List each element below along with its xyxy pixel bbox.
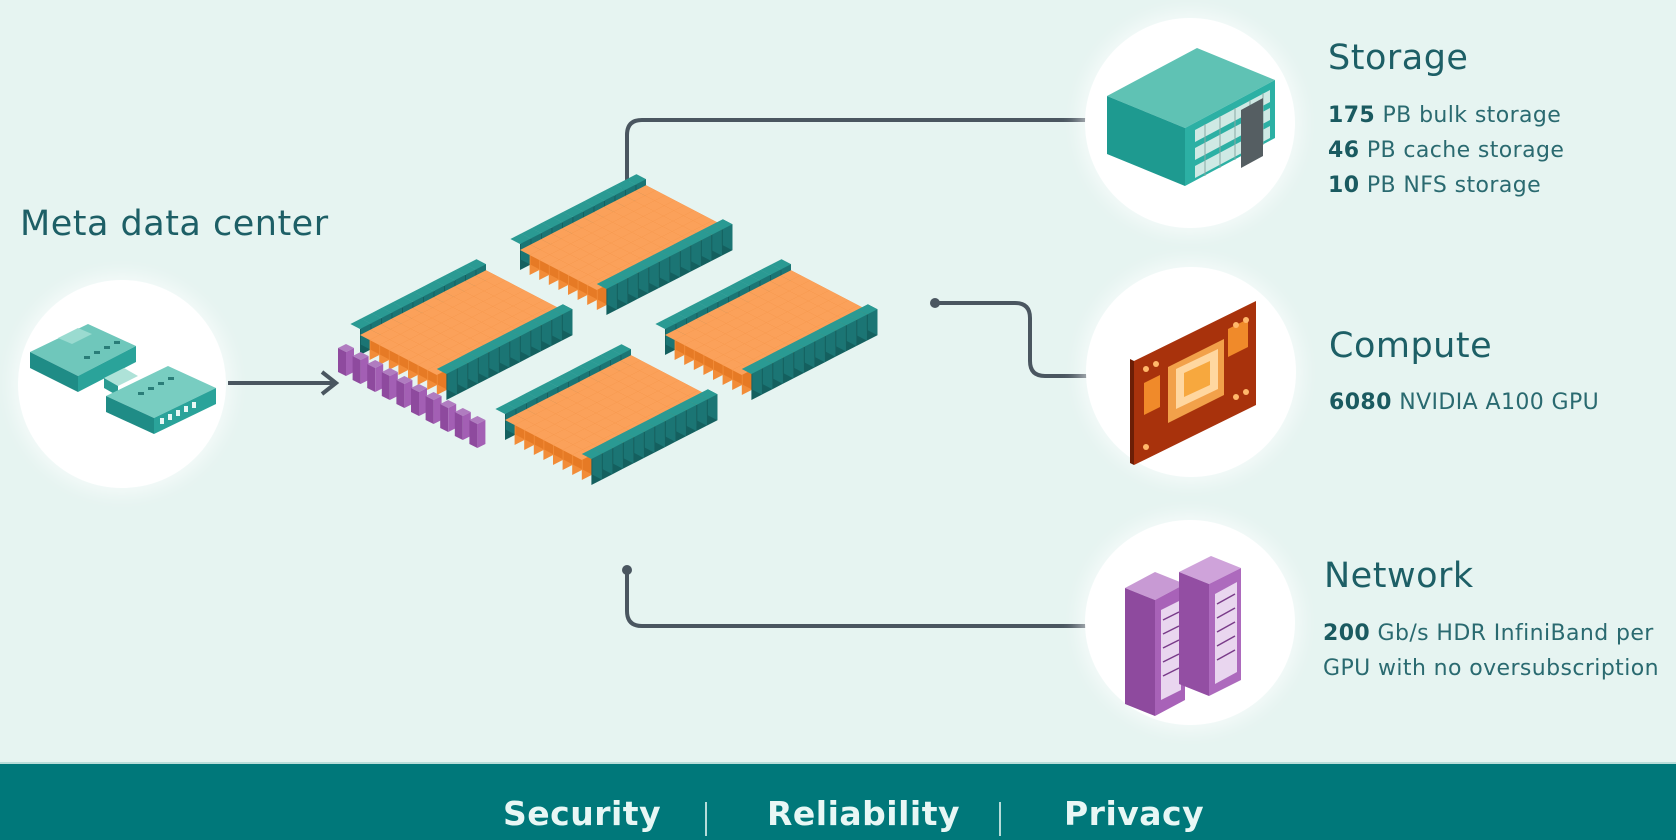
storage-rack (552, 304, 573, 341)
data-center-title: Meta data center (20, 204, 329, 244)
footer-item-reliability: Reliability (767, 794, 961, 833)
storage-rack (613, 432, 634, 469)
storage-rack (680, 235, 701, 272)
footer-bar: Security Reliability Privacy (0, 762, 1676, 840)
compute-circle (1086, 267, 1296, 477)
footer-divider (705, 802, 707, 836)
storage-rack (468, 347, 489, 384)
network-rack (454, 408, 471, 440)
storage-rack (638, 257, 659, 294)
storage-rack (655, 410, 676, 448)
storage-rack (846, 309, 867, 346)
server-cluster-icon (338, 174, 878, 485)
storage-rack (794, 336, 815, 373)
storage-rack (697, 389, 718, 426)
storage-rack (457, 352, 478, 390)
network-title: Network (1324, 556, 1474, 596)
compute-specs: 6080 NVIDIA A100 GPU (1329, 385, 1599, 420)
network-specs: 200 Gb/s HDR InfiniBand per GPU with no … (1323, 616, 1659, 686)
storage-rack (478, 342, 499, 379)
storage-spec-bulk: 175 PB bulk storage (1328, 103, 1562, 128)
connector-arrow-icon (228, 370, 340, 396)
storage-rack (670, 240, 691, 278)
network-rack (469, 416, 486, 448)
storage-rack (436, 363, 457, 400)
storage-rack (665, 405, 686, 442)
network-rack-icon (1125, 556, 1241, 716)
storage-rack (510, 325, 531, 363)
network-connector (625, 570, 1096, 628)
storage-rack (691, 230, 712, 267)
storage-rack (773, 347, 794, 384)
footer-item-security: Security (503, 794, 662, 833)
storage-rack (783, 342, 804, 379)
network-rack (352, 352, 369, 384)
network-spec-bandwidth: 200 Gb/s HDR InfiniBand per (1323, 621, 1654, 646)
network-rack (367, 360, 384, 392)
storage-rack (623, 427, 644, 464)
storage-rack (857, 304, 878, 341)
gpu-board-icon (1130, 301, 1256, 465)
storage-rack (602, 437, 623, 475)
network-rack (425, 392, 442, 424)
storage-rack (701, 224, 722, 261)
footer-item-privacy: Privacy (1064, 794, 1205, 833)
storage-rack (531, 315, 552, 352)
storage-rack (520, 320, 541, 357)
storage-rack (596, 278, 617, 315)
storage-rack (804, 331, 825, 368)
network-rack (440, 400, 457, 432)
network-rack (396, 376, 413, 408)
compute-title: Compute (1329, 326, 1493, 366)
storage-rack (825, 320, 846, 357)
storage-rack (634, 421, 655, 458)
storage-connector (625, 118, 1095, 186)
storage-rack (447, 358, 468, 395)
storage-rack (489, 336, 510, 373)
storage-spec-nfs: 10 PB NFS storage (1328, 173, 1542, 198)
storage-server-icon (1107, 48, 1275, 186)
storage-rack (676, 400, 697, 437)
data-center-circle (18, 280, 226, 488)
storage-specs: 175 PB bulk storage 46 PB cache storage … (1328, 98, 1564, 203)
storage-rack (712, 219, 733, 256)
storage-circle (1085, 18, 1295, 228)
storage-rack (628, 262, 649, 299)
storage-rack (741, 363, 762, 400)
compute-spec-gpu: 6080 NVIDIA A100 GPU (1329, 390, 1600, 415)
network-rack (381, 368, 398, 400)
storage-title: Storage (1328, 38, 1469, 78)
diagram-canvas: Meta data center (18, 18, 1659, 725)
network-circle (1085, 520, 1295, 725)
footer-divider (999, 802, 1001, 836)
storage-rack (762, 352, 783, 390)
storage-rack (686, 394, 707, 431)
storage-rack (617, 267, 638, 305)
network-rack (411, 384, 427, 416)
compute-connector (935, 301, 1096, 378)
storage-rack (649, 251, 670, 288)
storage-rack (499, 331, 520, 368)
storage-rack (815, 325, 836, 363)
storage-spec-cache: 46 PB cache storage (1328, 138, 1565, 163)
network-rack (338, 344, 354, 376)
storage-rack (659, 246, 680, 283)
storage-rack (581, 448, 602, 485)
data-center-building-icon (30, 324, 216, 434)
storage-rack (752, 358, 773, 395)
storage-rack (836, 315, 857, 352)
network-spec-subscription: GPU with no oversubscription (1323, 656, 1659, 681)
storage-rack (644, 416, 665, 453)
storage-rack (541, 309, 562, 346)
storage-rack (607, 273, 628, 310)
storage-rack (592, 443, 613, 480)
